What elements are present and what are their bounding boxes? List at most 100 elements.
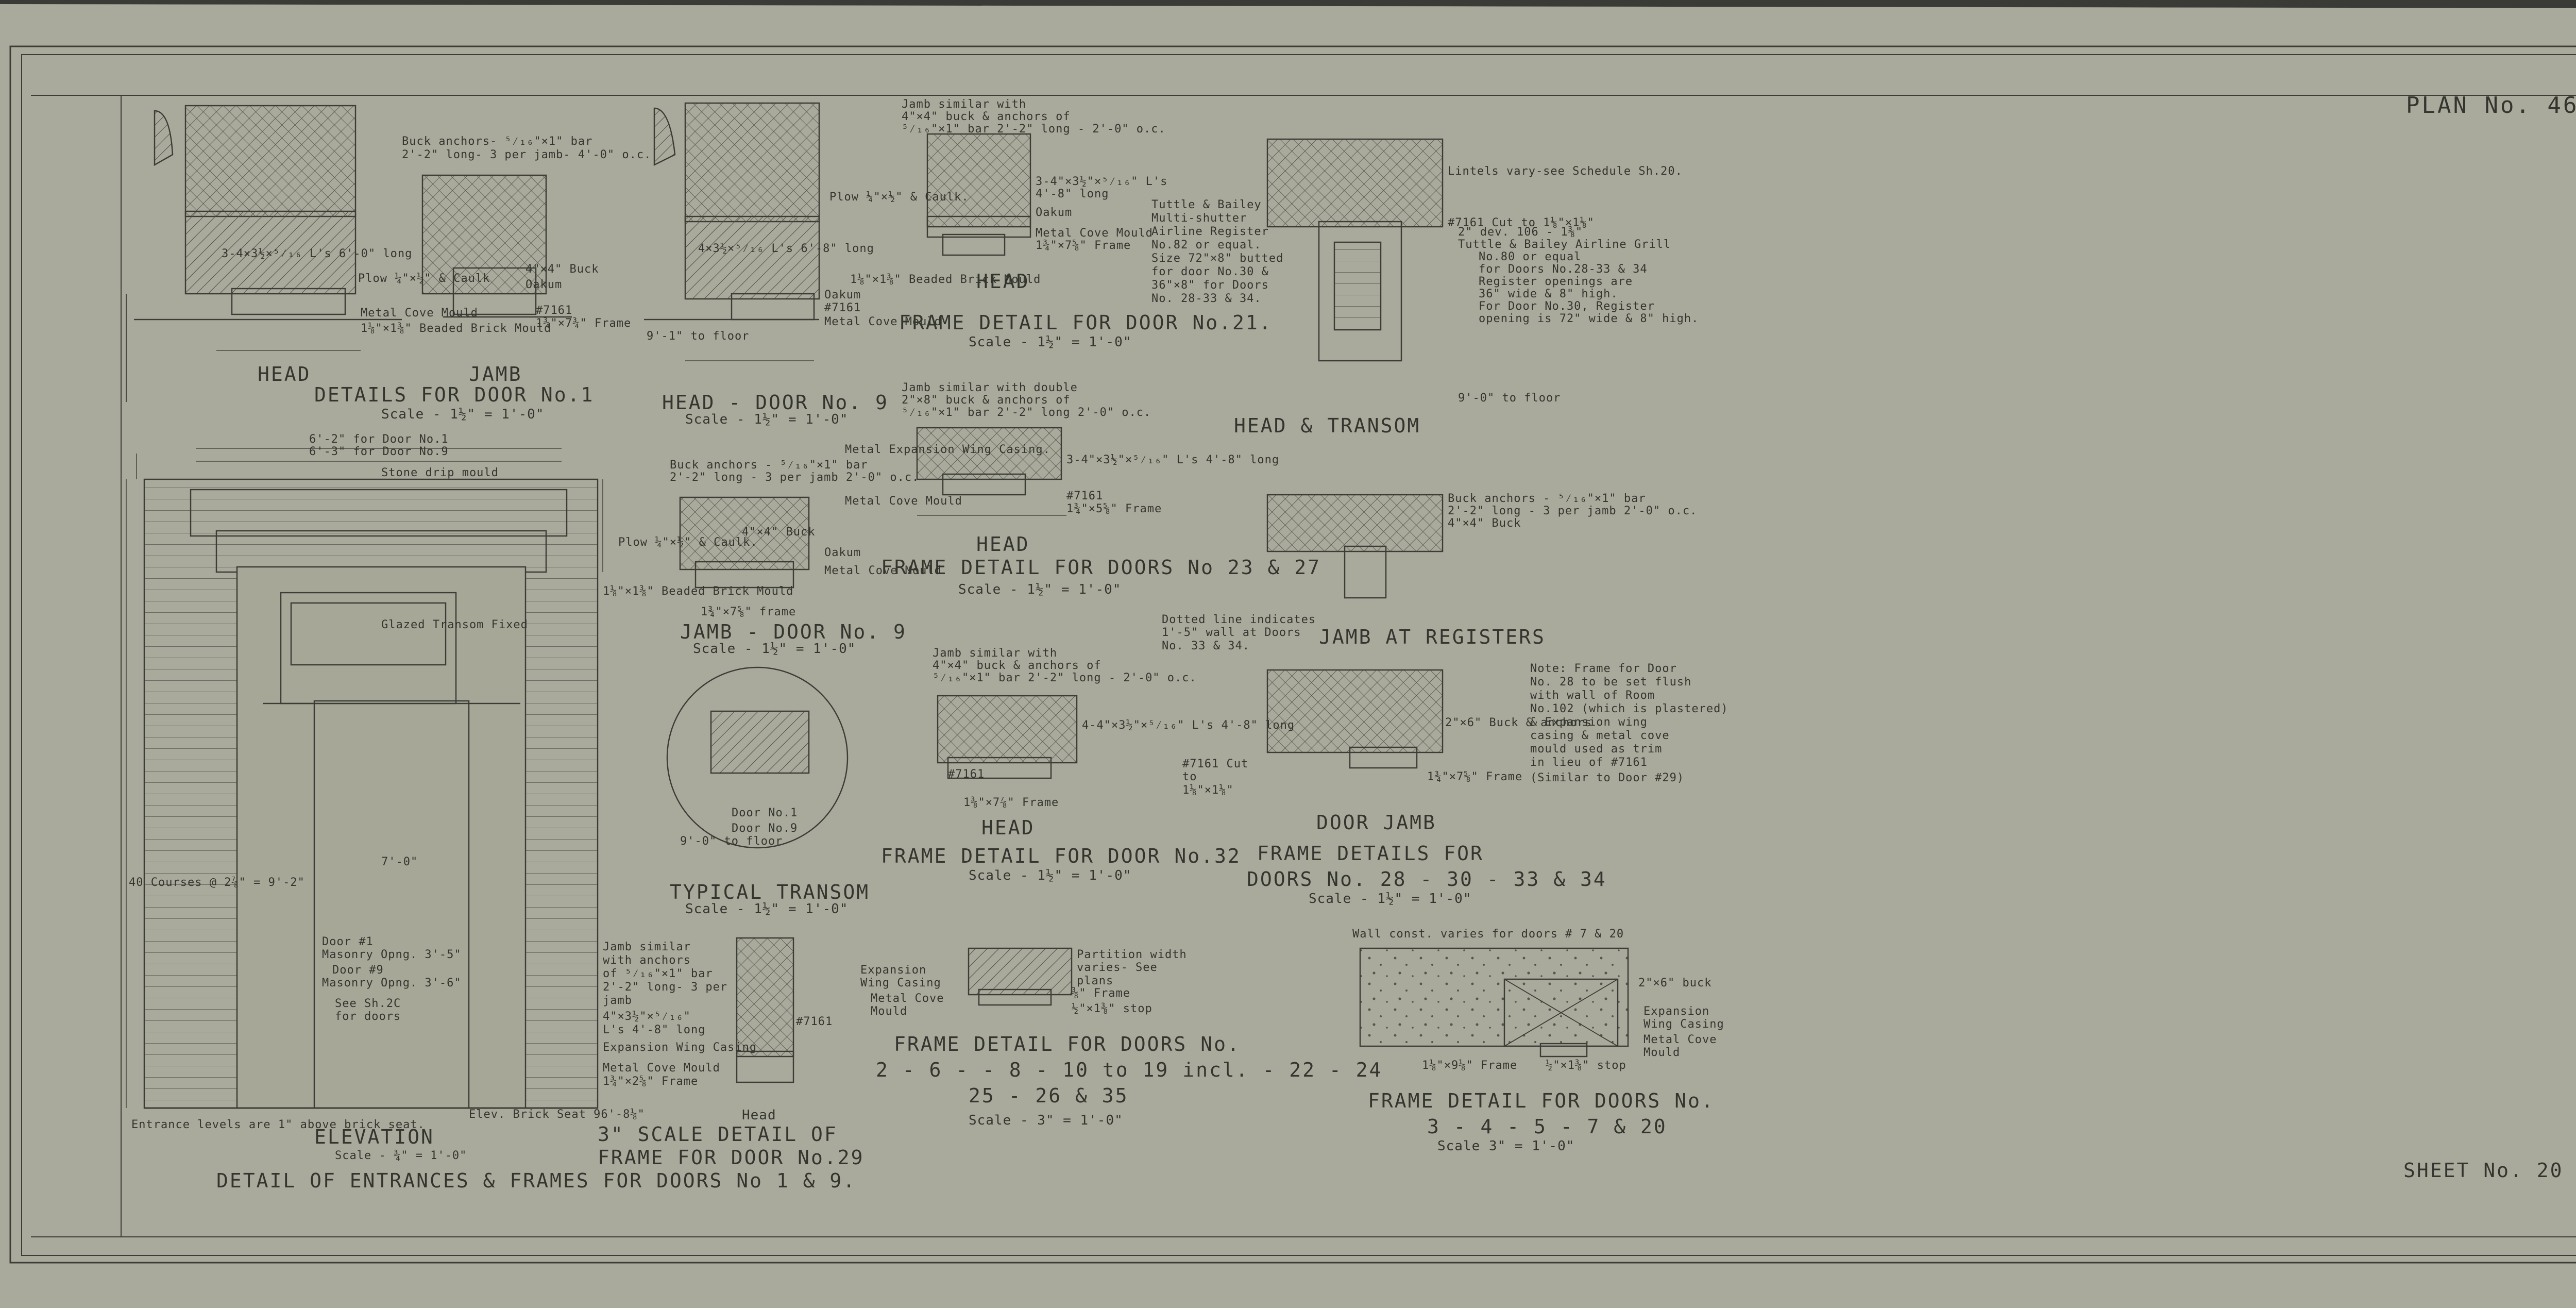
- elevation-note: 6'-2" for Door No.1: [309, 433, 449, 446]
- door1-note: #7161: [536, 304, 573, 317]
- door9-note: 4×3½×⁵⁄₁₆ L's 6'-8" long: [698, 242, 874, 255]
- door32-note: ⁵⁄₁₆"×1" bar 2'-2" long - 2'-0" o.c.: [933, 672, 1197, 684]
- elevation-note: for doors: [335, 1010, 401, 1023]
- transom-note: No.80 or equal: [1479, 250, 1582, 263]
- door9-note: Metal Cove Mould: [824, 315, 942, 328]
- transom-note: opening is 72" wide & 8" high.: [1479, 312, 1699, 325]
- transom-note: Tuttle & Bailey Airline Grill: [1458, 238, 1671, 251]
- door1-note: Oakum: [526, 278, 563, 291]
- door1-note: Metal Cove Mould: [361, 307, 478, 320]
- door2-title-2: 2 - 6 - - 8 - 10 to 19 incl. - 22 - 24: [876, 1059, 1383, 1081]
- typical-transom-note: 9'-0" to floor: [680, 835, 783, 848]
- doors28-note: 2"×6" Buck & anchors: [1445, 716, 1592, 729]
- door21-note: Jamb similar with: [902, 98, 1027, 111]
- door21-note: Metal Cove Mould: [1036, 227, 1153, 240]
- jamb9-note: 1¾"×7⅝" frame: [701, 606, 796, 618]
- register-note: No.82 or equal.: [1151, 239, 1262, 251]
- door21-note: 4"×4" buck & anchors of: [902, 110, 1071, 123]
- door1-head-label: HEAD: [258, 363, 311, 385]
- door9-note: 9'-1" to floor: [647, 330, 750, 343]
- door21-note: 3-4"×3½"×⁵⁄₁₆" L's: [1036, 175, 1168, 188]
- door2-note: ⅜" Frame: [1072, 987, 1130, 1000]
- register-note: Airline Register: [1151, 225, 1269, 238]
- door1-note: 3-4×3½×⁵⁄₁₆ L's 6'-0" long: [222, 247, 413, 260]
- door2-note: Partition width varies- See plans: [1077, 948, 1187, 987]
- door2-scale: Scale - 3" = 1'-0": [969, 1113, 1123, 1128]
- elevation-note: See Sh.2C: [335, 997, 401, 1010]
- door3-note: Metal Cove Mould: [1643, 1033, 1717, 1060]
- door29-note: of ⁵⁄₁₆"×1" bar: [603, 967, 713, 980]
- door23-head-label: HEAD: [976, 533, 1030, 556]
- door2-note: ½"×1⅜" stop: [1072, 1002, 1153, 1015]
- door9-scale: Scale - 1½" = 1'-0": [685, 412, 849, 427]
- door32-note: Jamb similar with: [933, 647, 1058, 660]
- transom-note: 9'-0" to floor: [1458, 392, 1561, 405]
- door23-note: 2"×8" buck & anchors of: [902, 394, 1071, 407]
- door29-note: jamb: [603, 994, 632, 1007]
- elevation-note: Masonry Opng. 3'-6": [322, 977, 462, 990]
- door9-note: Oakum: [824, 289, 861, 301]
- elevation-scale: Scale - ¾" = 1'-0": [335, 1149, 467, 1162]
- door3-note: Expansion Wing Casing: [1643, 1005, 1724, 1031]
- door32-note: #7161: [948, 768, 985, 781]
- door32-scale: Scale - 1½" = 1'-0": [969, 868, 1132, 883]
- register-note: Multi-shutter: [1151, 212, 1247, 225]
- door32-note: 4-4"×3½"×⁵⁄₁₆" L's 4'-8" long: [1082, 719, 1295, 732]
- door29-note: Expansion Wing Casing: [603, 1041, 757, 1054]
- door1-note: 4"×4" Buck: [526, 263, 599, 276]
- door1-scale: Scale - 1½" = 1'-0": [381, 407, 545, 422]
- typical-transom-note: Door No.9: [732, 822, 798, 835]
- door2-title-3: 25 - 26 & 35: [969, 1084, 1129, 1107]
- doors28-note: in lieu of #7161: [1530, 756, 1648, 769]
- doors28-note: with wall of Room: [1530, 689, 1655, 702]
- jamb-registers-note: 4"×4" Buck: [1448, 517, 1521, 530]
- door9-title: HEAD - DOOR No. 9: [662, 391, 889, 414]
- door1-note: 1¾"×7¾" Frame: [536, 317, 632, 330]
- door29-title-2: FRAME FOR DOOR No.29: [598, 1146, 865, 1169]
- door32-note: Dotted line indicates 1'-5" wall at Door…: [1162, 613, 1316, 652]
- door32-head-label: HEAD: [981, 816, 1035, 839]
- door1-note: 2'-2" long- 3 per jamb- 4'-0" o.c.: [402, 148, 652, 161]
- doors28-scale: Scale - 1½" = 1'-0": [1309, 891, 1472, 907]
- jamb-registers-title: JAMB AT REGISTERS: [1319, 626, 1546, 648]
- elevation-note: Elev. Brick Seat 96'-8⅛": [469, 1108, 645, 1121]
- jamb9-note: Oakum: [824, 546, 861, 559]
- door2-note: Expansion Wing Casing: [860, 964, 941, 990]
- door21-note: Plow ¼"×½" & Caulk.: [829, 191, 969, 204]
- register-note: Tuttle & Bailey: [1151, 198, 1262, 211]
- jamb9-note: Metal Cove Mould: [824, 564, 942, 577]
- door21-note: Oakum: [1036, 206, 1073, 219]
- door1-title: DETAILS FOR DOOR No.1: [314, 383, 595, 406]
- doors28-note: (Similar to Door #29): [1530, 772, 1685, 784]
- door23-note: 3-4"×3½"×⁵⁄₁₆" L's 4'-8" long: [1066, 454, 1280, 466]
- transom-note: for Doors No.28-33 & 34: [1479, 263, 1648, 276]
- door3-title-1: FRAME DETAIL FOR DOORS No.: [1368, 1089, 1715, 1112]
- door23-note: #7161: [1066, 490, 1104, 502]
- jamb-registers-note: Buck anchors - ⁵⁄₁₆"×1" bar: [1448, 492, 1646, 505]
- doors28-note: casing & metal cove: [1530, 729, 1670, 742]
- typical-transom-scale: Scale - 1½" = 1'-0": [685, 901, 849, 917]
- door21-note: ⁵⁄₁₆"×1" bar 2'-2" long - 2'-0" o.c.: [902, 123, 1166, 136]
- door2-note: Metal Cove Mould: [871, 992, 944, 1018]
- elevation-drawing: [143, 478, 599, 1109]
- elevation-title: ELEVATION: [314, 1126, 434, 1148]
- doors28-note: No. 28 to be set flush: [1530, 676, 1692, 689]
- jamb9-note: 2'-2" long - 3 per jamb 2'-0" o.c.: [670, 471, 920, 484]
- elevation-note: Door #9: [332, 964, 384, 977]
- transom-note: For Door No.30, Register: [1479, 300, 1655, 313]
- elevation-note: 40 Courses @ 2⅞" = 9'-2": [129, 876, 305, 889]
- doors28-jamb-label: DOOR JAMB: [1316, 811, 1436, 834]
- jamb9-note: Plow ¼"×½" & Caulk.: [618, 536, 758, 549]
- jamb9-note: Buck anchors - ⁵⁄₁₆"×1" bar: [670, 459, 868, 472]
- door29-title-1: 3" SCALE DETAIL OF: [598, 1123, 838, 1146]
- typical-transom-note: Door No.1: [732, 807, 798, 819]
- doors28-note: No.102 (which is plastered): [1530, 702, 1728, 715]
- doors28-note: & Expansion wing: [1530, 716, 1648, 729]
- door29-note: 4"×3½"×⁵⁄₁₆": [603, 1010, 691, 1023]
- jamb9-scale: Scale - 1½" = 1'-0": [693, 641, 856, 657]
- door21-note: 1¾"×7⅝" Frame: [1036, 239, 1131, 252]
- door3-note: 1⅛"×9⅛" Frame: [1422, 1059, 1518, 1072]
- elevation-note: Masonry Opng. 3'-5": [322, 948, 462, 961]
